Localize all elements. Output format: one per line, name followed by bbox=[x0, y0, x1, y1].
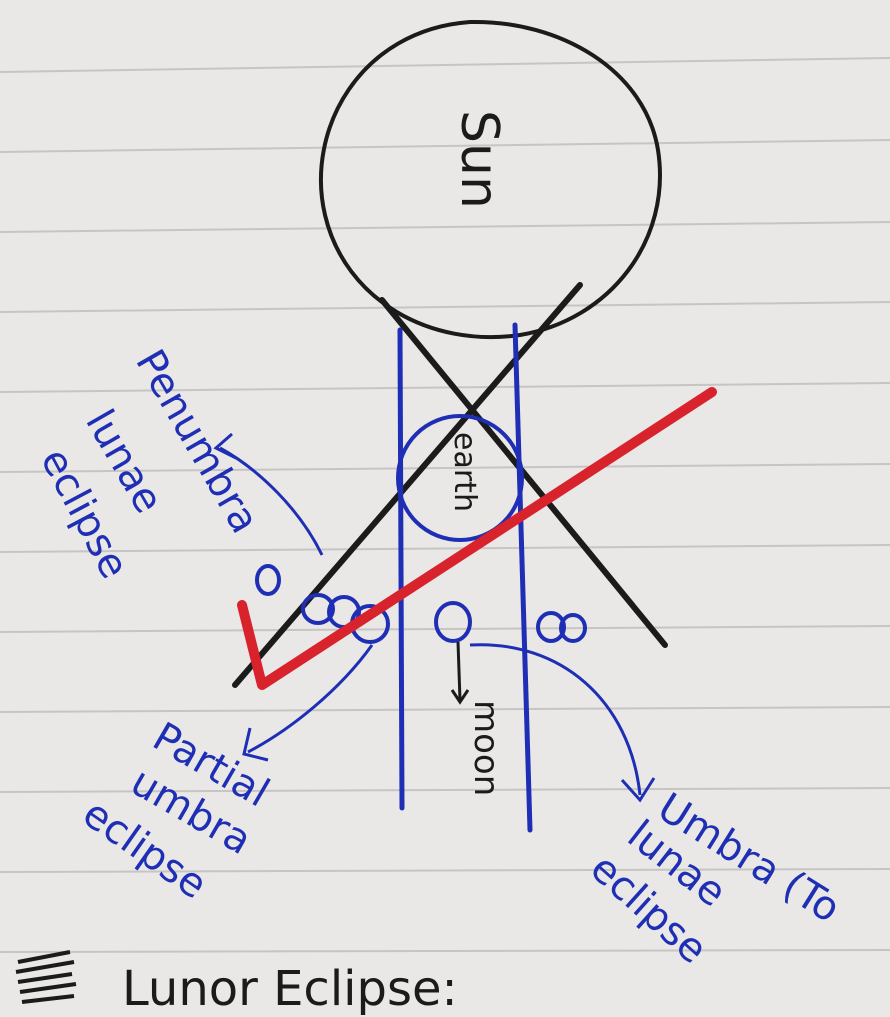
moon-umbra bbox=[434, 601, 472, 643]
moon-right-2 bbox=[559, 613, 587, 643]
scribble-bullet bbox=[15, 950, 77, 1004]
moon-right-1 bbox=[536, 611, 566, 643]
umbra-boundary-lines bbox=[397, 322, 533, 833]
umbra-total-label: Umbra (To lunae eclipse bbox=[581, 784, 848, 972]
sun-circle bbox=[319, 19, 662, 340]
penumbra-arrow bbox=[213, 432, 324, 556]
moon-pointer-arrow bbox=[450, 641, 470, 705]
red-check-mark bbox=[237, 387, 717, 690]
moon-partial-1 bbox=[301, 593, 335, 625]
umbra-arrow bbox=[469, 643, 656, 803]
earth-circle bbox=[396, 414, 524, 542]
moon-label: moon bbox=[466, 700, 506, 796]
moon-penumbra bbox=[255, 564, 281, 596]
ruled-lines bbox=[0, 57, 890, 953]
partial-umbra-arrow bbox=[242, 644, 374, 762]
heading-lunar-eclipse: Lunor Eclipse: bbox=[122, 961, 458, 1017]
moon-positions bbox=[255, 564, 587, 644]
earth-label: earth bbox=[447, 432, 482, 512]
sun-label: Sun bbox=[449, 110, 509, 209]
